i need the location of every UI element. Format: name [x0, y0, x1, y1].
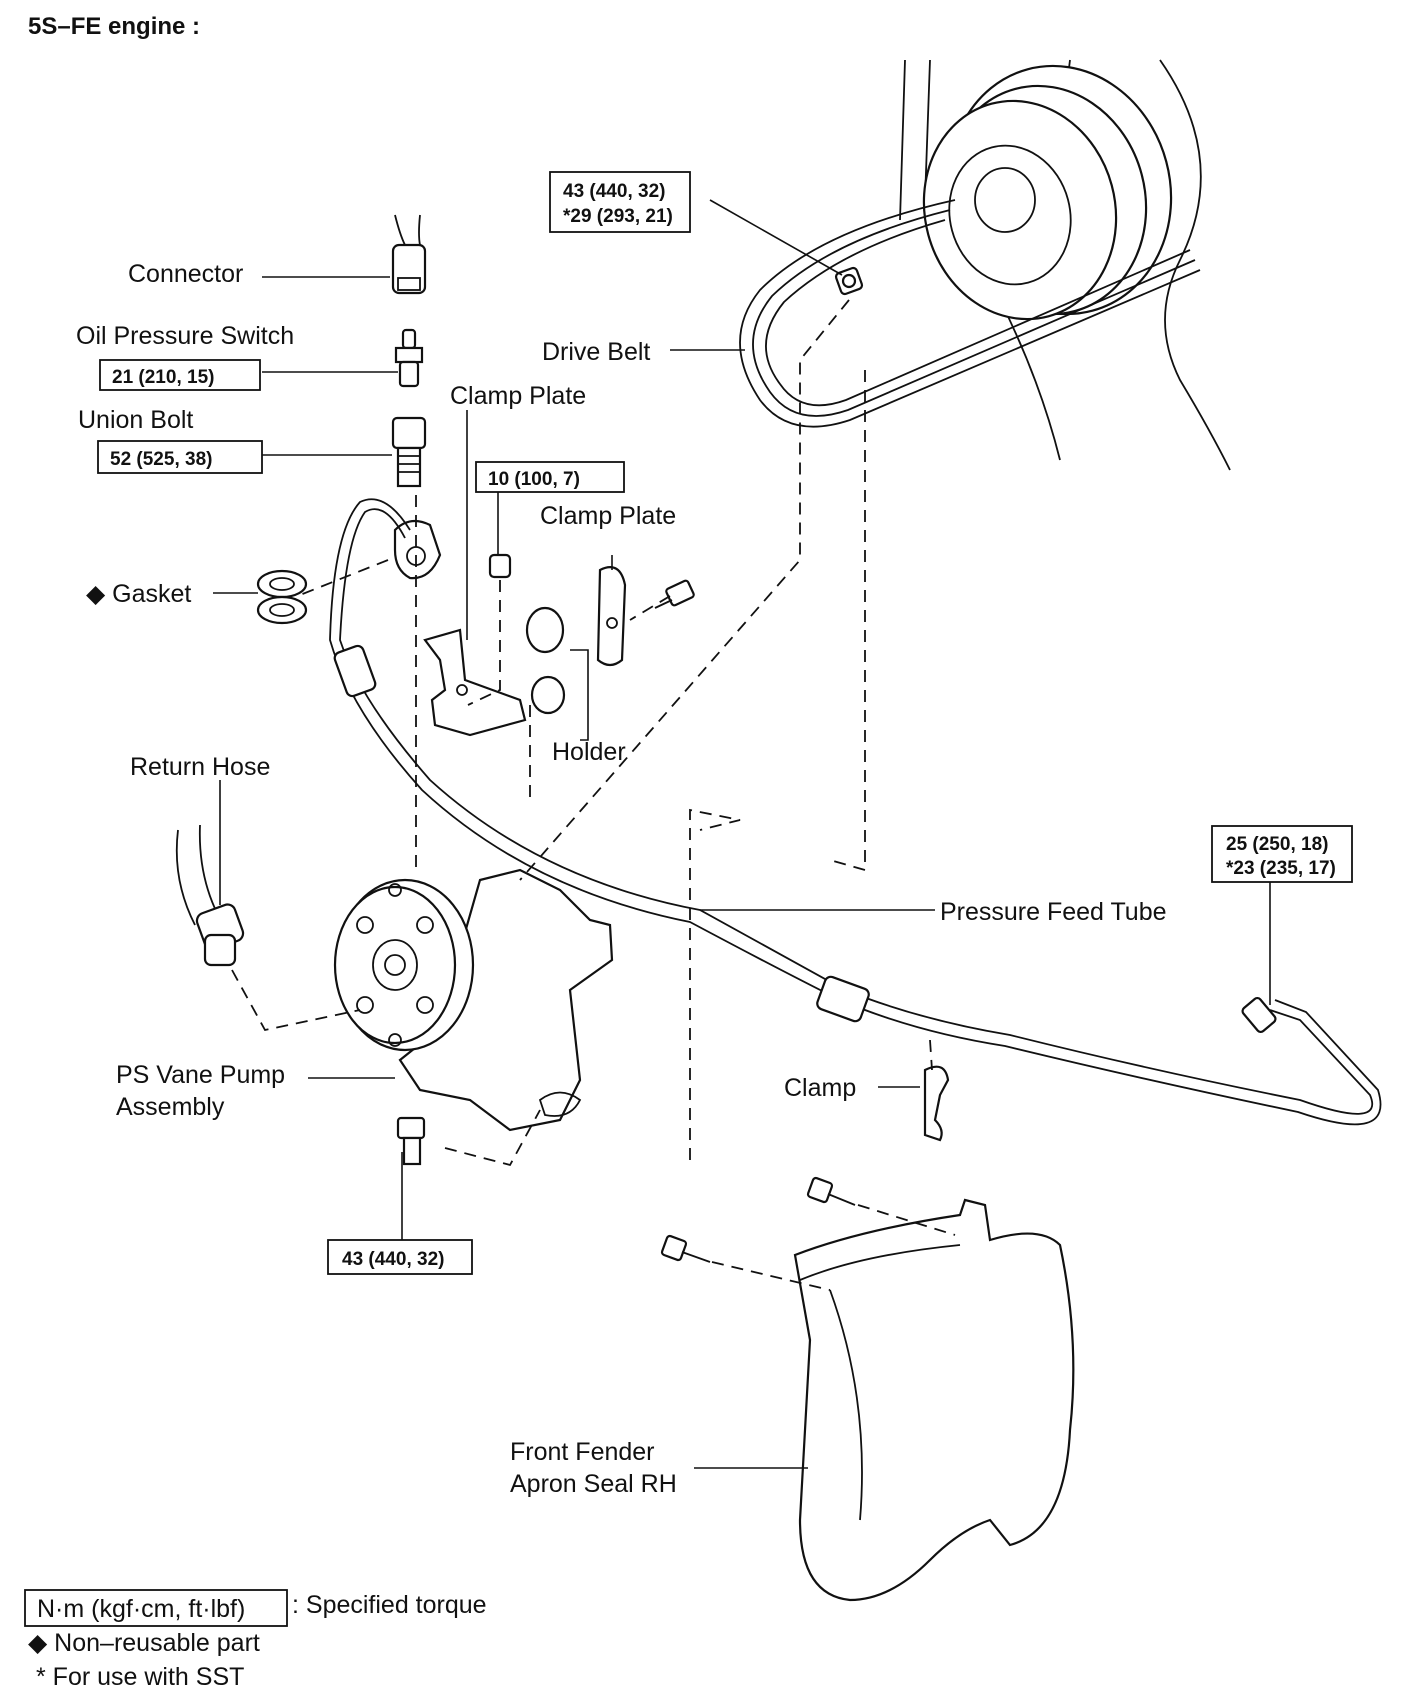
gasket-part	[256, 569, 308, 625]
legend-non-reusable: ◆ Non–reusable part	[28, 1629, 260, 1657]
labels: Connector Oil Pressure Switch Union Bolt…	[76, 260, 1167, 1498]
legend-unit-box: N·m (kgf·cm, ft·lbf)	[37, 1595, 245, 1623]
holder-part	[525, 606, 566, 715]
fender-bolt-1	[806, 1176, 856, 1206]
torque-tube-nut: 25 (250, 18) *23 (235, 17)	[1211, 825, 1353, 883]
clamp-part	[923, 1065, 950, 1142]
label-holder: Holder	[552, 738, 626, 766]
torque-tube-nut-line2: *23 (235, 17)	[1226, 858, 1336, 879]
legend: N·m (kgf·cm, ft·lbf) : Specified torque …	[24, 1589, 487, 1691]
legend-sst: * For use with SST	[36, 1663, 244, 1691]
pump-bolt	[396, 1116, 426, 1166]
label-ps-vane-pump-2: Assembly	[116, 1093, 225, 1121]
torque-tube-nut-line1: 25 (250, 18)	[1226, 834, 1328, 855]
torque-oil-switch: 21 (210, 15)	[99, 359, 261, 391]
tube-fitting	[393, 519, 442, 580]
label-clamp: Clamp	[784, 1074, 856, 1102]
label-drive-belt: Drive Belt	[542, 338, 650, 366]
torque-union-bolt-value: 52 (525, 38)	[110, 449, 212, 470]
label-pressure-feed-tube: Pressure Feed Tube	[940, 898, 1167, 926]
label-fender-seal-1: Front Fender	[510, 1438, 655, 1466]
torque-pump-bolt-value: 43 (440, 32)	[342, 1249, 444, 1270]
clamp-plate-bolt	[654, 579, 695, 609]
assembly-dashed-lines	[231, 299, 956, 1291]
legend-unit-text: : Specified torque	[292, 1591, 487, 1619]
leader-lines	[213, 199, 1271, 1469]
torque-oil-switch-value: 21 (210, 15)	[112, 367, 214, 388]
pressure-feed-tube-part	[329, 498, 1382, 1126]
label-oil-pressure-switch: Oil Pressure Switch	[76, 322, 294, 350]
label-union-bolt: Union Bolt	[78, 406, 193, 434]
ps-vane-pump-part	[333, 868, 614, 1132]
oil-pressure-switch-part	[394, 328, 424, 388]
torque-clamp-nut-value: 10 (100, 7)	[488, 469, 580, 490]
return-hose-part	[175, 824, 245, 967]
label-gasket: ◆ Gasket	[86, 580, 191, 608]
label-connector: Connector	[128, 260, 243, 288]
union-bolt-part	[391, 416, 427, 488]
crankshaft-pulley	[899, 59, 1231, 471]
clamp-plate-1-part	[423, 628, 527, 737]
torque-pump-bolt: 43 (440, 32)	[327, 1239, 473, 1275]
label-ps-vane-pump-1: PS Vane Pump	[116, 1061, 285, 1089]
clamp-nut	[488, 553, 512, 579]
clamp-plate-2-part	[596, 566, 627, 667]
torque-belt-bolt-line1: 43 (440, 32)	[563, 181, 665, 202]
torque-belt-bolt: 43 (440, 32) *29 (293, 21)	[549, 171, 691, 233]
label-clamp-plate-2: Clamp Plate	[540, 502, 676, 530]
torque-belt-bolt-line2: *29 (293, 21)	[563, 206, 673, 227]
fender-bolt-2	[660, 1234, 711, 1263]
label-return-hose: Return Hose	[130, 753, 270, 781]
label-clamp-plate-1: Clamp Plate	[450, 382, 586, 410]
drive-belt	[739, 199, 1201, 428]
label-fender-seal-2: Apron Seal RH	[510, 1470, 677, 1498]
connector-part	[391, 214, 427, 295]
torque-union-bolt: 52 (525, 38)	[97, 440, 263, 474]
fender-seal-part	[793, 1198, 1075, 1602]
belt-bolt	[834, 266, 864, 296]
torque-clamp-nut: 10 (100, 7)	[475, 461, 625, 493]
diagram-title: 5S–FE engine :	[28, 13, 200, 40]
